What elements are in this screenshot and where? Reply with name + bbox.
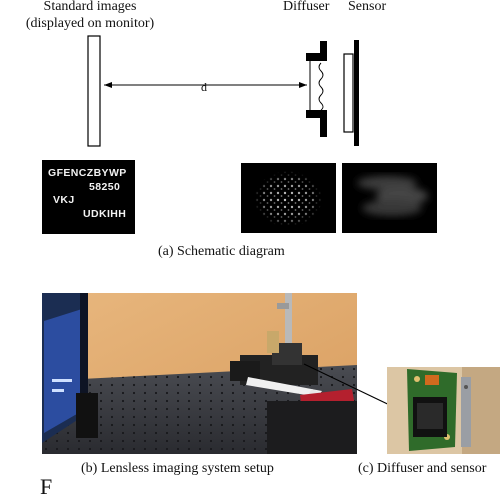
std-text-line4: UDKIHH: [83, 208, 127, 220]
sensor-chip: [343, 53, 354, 133]
caption-setup: (b) Lensless imaging system setup: [81, 461, 274, 476]
speckle-pattern-image: [241, 163, 336, 233]
standard-image-example: GFENCZBYWP 58250 VKJ UDKIHH: [42, 160, 135, 234]
setup-photo: [42, 293, 357, 454]
sensor-label: Sensor: [348, 0, 387, 14]
monitor-rect: [87, 35, 101, 147]
standard-images-label: Standard images (displayed on monitor): [0, 0, 180, 32]
displayed-on-monitor-note: (displayed on monitor): [25, 16, 155, 31]
distance-label: d: [201, 80, 207, 94]
sensor-measurement-image: [342, 163, 437, 233]
caption-schematic-diagram: (a) Schematic diagram: [158, 244, 285, 259]
std-text-line1: GFENCZBYWP: [48, 167, 127, 179]
diffuser-wave: [318, 62, 324, 111]
schematic-diagram: [87, 35, 359, 147]
caption-diffuser-sensor: (c) Diffuser and sensor: [358, 461, 487, 476]
diffuser-housing: [306, 41, 327, 137]
std-text-line3: VKJ: [53, 194, 75, 206]
diffuser-label: Diffuser: [283, 0, 330, 14]
std-text-line2: 58250: [89, 181, 121, 193]
cut-off-text: F: [40, 474, 53, 499]
diffuser-sensor-photo: [387, 367, 500, 454]
standard-images-title: Standard images: [43, 0, 137, 14]
sensor-board: [354, 40, 359, 146]
